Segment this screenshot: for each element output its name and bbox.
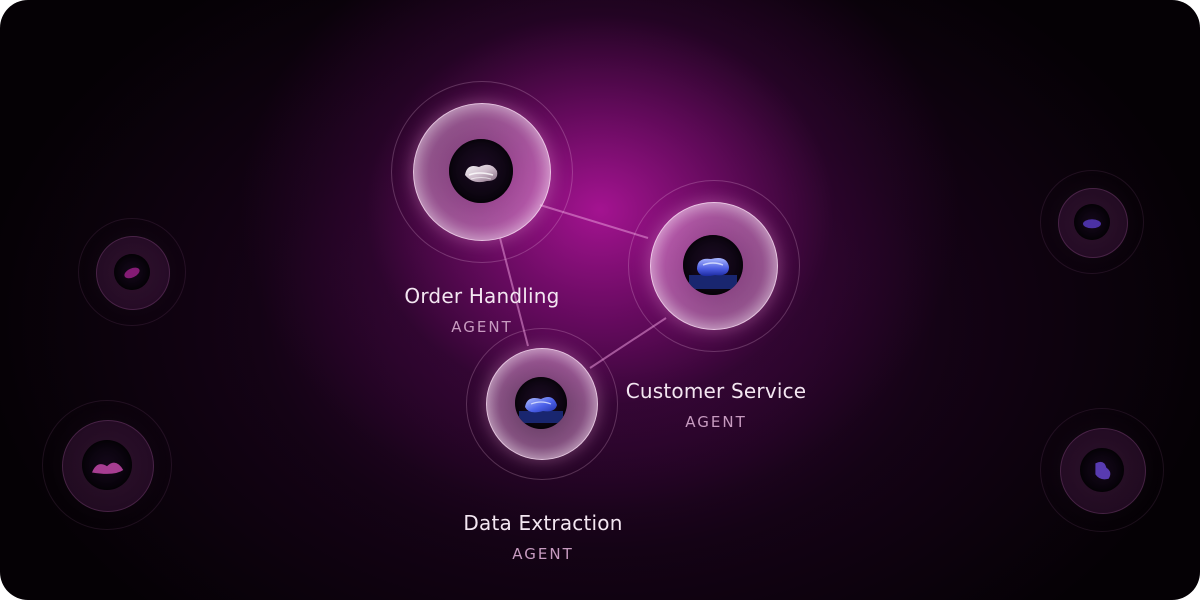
agent-role: AGENT — [451, 318, 513, 336]
agent-role: AGENT — [685, 413, 747, 431]
agent-name: Data Extraction — [463, 511, 623, 535]
agent-node-data-extraction[interactable] — [466, 328, 618, 480]
glass-blob-icon — [449, 139, 513, 203]
glass-blob-icon — [1074, 204, 1110, 240]
glass-blob-icon — [515, 377, 567, 429]
ghost-node-right-bottom — [1040, 408, 1164, 532]
glass-blob-icon — [1080, 448, 1124, 492]
ghost-node-left-bottom — [42, 400, 172, 530]
agent-name: Order Handling — [404, 284, 560, 308]
agent-label-customer-service: Customer Service AGENT — [626, 379, 807, 431]
agent-node-order-handling[interactable] — [391, 81, 573, 263]
ghost-node-right-top — [1040, 170, 1144, 274]
agent-label-order-handling: Order Handling AGENT — [404, 284, 559, 336]
glass-blob-icon — [114, 254, 150, 290]
agent-role: AGENT — [512, 545, 574, 563]
glass-blob-icon — [683, 235, 743, 295]
agent-label-data-extraction: Data Extraction AGENT — [463, 511, 622, 563]
agent-node-customer-service[interactable] — [628, 180, 800, 352]
agent-name: Customer Service — [625, 379, 807, 403]
glass-blob-icon — [82, 440, 132, 490]
ghost-node-left-top — [78, 218, 186, 326]
